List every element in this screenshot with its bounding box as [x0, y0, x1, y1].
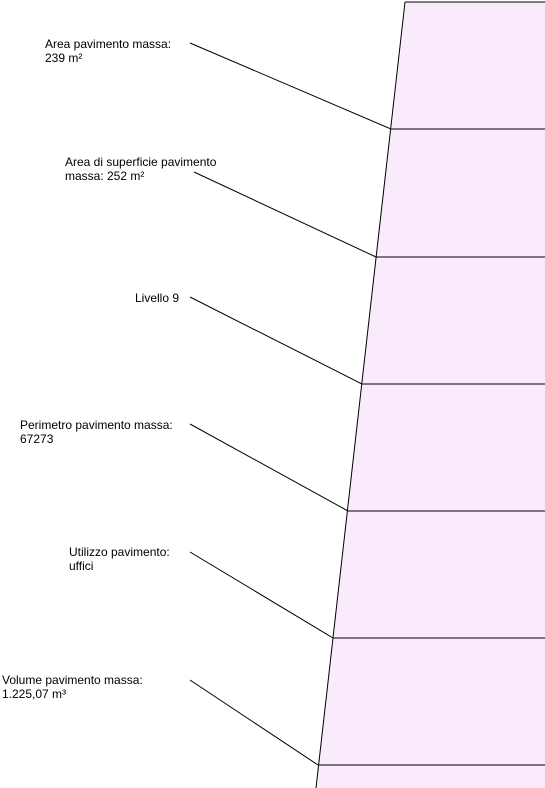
annotation-floor-volume: Volume pavimento massa: 1.225,07 m³: [2, 673, 143, 701]
leader-line-5: [189, 551, 334, 639]
leader-line-3: [189, 296, 363, 385]
leader-line-2: [193, 171, 377, 258]
annotation-floor-area: Area pavimento massa: 239 m²: [45, 37, 172, 65]
leader-line-6: [189, 679, 319, 766]
annotation-floor-usage: Utilizzo pavimento: uffici: [69, 545, 170, 573]
mass-body: [316, 2, 545, 788]
annotation-floor-surface-area: Area di superficie pavimento massa: 252 …: [65, 155, 217, 183]
annotation-level: Livello 9: [135, 291, 180, 305]
leader-line-4: [189, 423, 349, 512]
mass-edge-left: [315, 1, 406, 788]
leader-line-1: [189, 42, 392, 130]
annotation-floor-perimeter: Perimetro pavimento massa: 67273: [20, 418, 173, 446]
